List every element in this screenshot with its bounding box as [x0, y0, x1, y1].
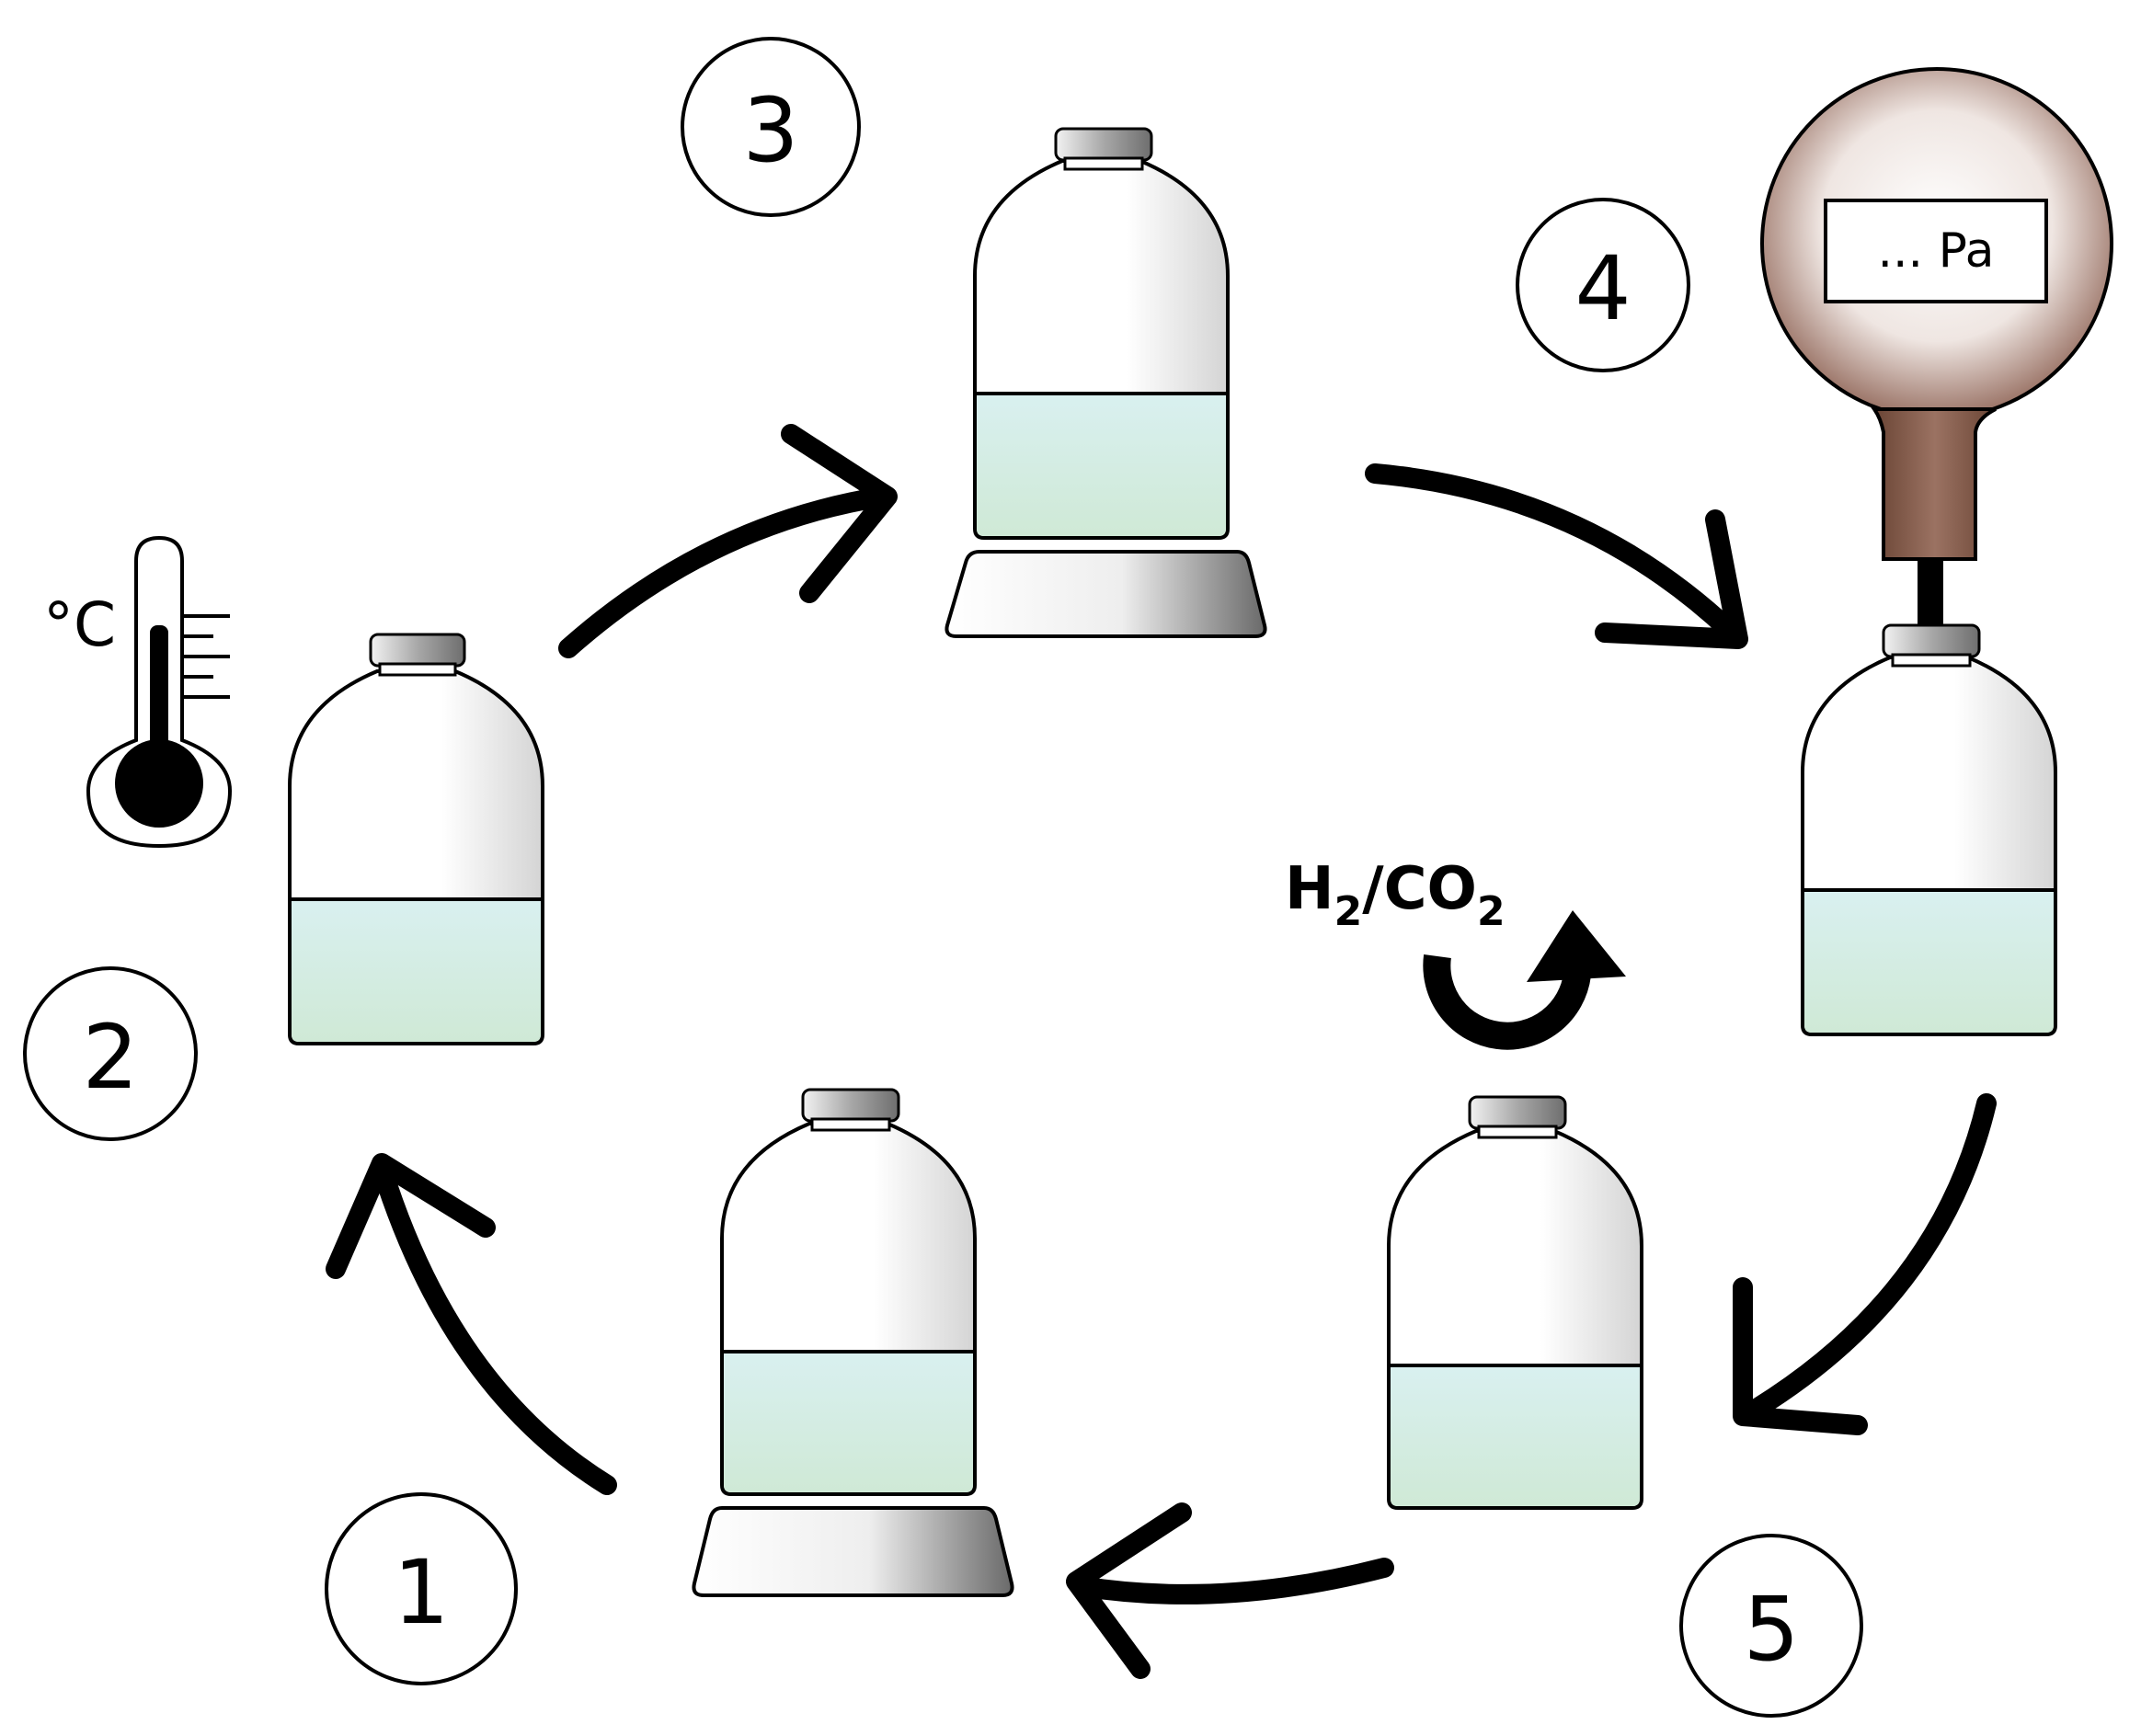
step-marker-4: 4: [1516, 198, 1690, 372]
step-marker-1: 1: [325, 1492, 518, 1685]
step-2-number: 2: [82, 1006, 138, 1109]
gas-label: H2/CO2: [1285, 855, 1506, 935]
bottle-step1-on-shaker: [692, 1088, 1014, 1597]
step-marker-2: 2: [23, 966, 198, 1141]
gas-label-h: H: [1285, 855, 1334, 923]
svg-text:H2/CO2: H2/CO2: [1285, 855, 1506, 935]
arrow-step4-to-step5: [1742, 1093, 1997, 1422]
bottle-step5-gassing: [1387, 1095, 1643, 1510]
gas-label-co: /CO: [1362, 855, 1477, 923]
pressure-readout-text: ... Pa: [1877, 223, 1994, 279]
step-marker-5: 5: [1679, 1534, 1863, 1718]
gas-label-sub1: 2: [1334, 888, 1363, 935]
bottle-step3-on-shaker: [945, 127, 1267, 638]
pressure-readout-box: [1824, 199, 2048, 303]
arrow-step3-to-step4-head: [1595, 509, 1748, 649]
step-4-number: 4: [1574, 237, 1631, 340]
cycle-arrows: [326, 424, 1997, 1679]
arrow-step4-to-step5-head: [1733, 1277, 1868, 1435]
gas-label-sub2: 2: [1477, 888, 1506, 935]
thermometer-icon: °C: [43, 535, 233, 849]
temperature-unit-label: °C: [43, 589, 116, 660]
arrow-step1-to-step2: [372, 1158, 617, 1495]
step-5-number: 5: [1743, 1578, 1799, 1681]
arrow-step1-to-step2-head: [326, 1153, 496, 1279]
arrow-step5-to-step1-head: [1066, 1502, 1192, 1679]
bottle-step4-with-pressure-gauge: ... Pa: [1760, 67, 2113, 1036]
arrow-step2-to-step3: [558, 486, 893, 658]
step-1-number: 1: [393, 1541, 449, 1644]
arrow-step5-to-step1: [1070, 1558, 1394, 1605]
step-marker-3: 3: [681, 37, 861, 217]
step-3-number: 3: [742, 79, 798, 182]
bottle-step2: [288, 633, 544, 1045]
arrow-step3-to-step4: [1365, 463, 1739, 640]
gas-exchange-rotate-icon: [1423, 910, 1626, 1050]
arrow-step2-to-step3-head: [781, 424, 898, 603]
